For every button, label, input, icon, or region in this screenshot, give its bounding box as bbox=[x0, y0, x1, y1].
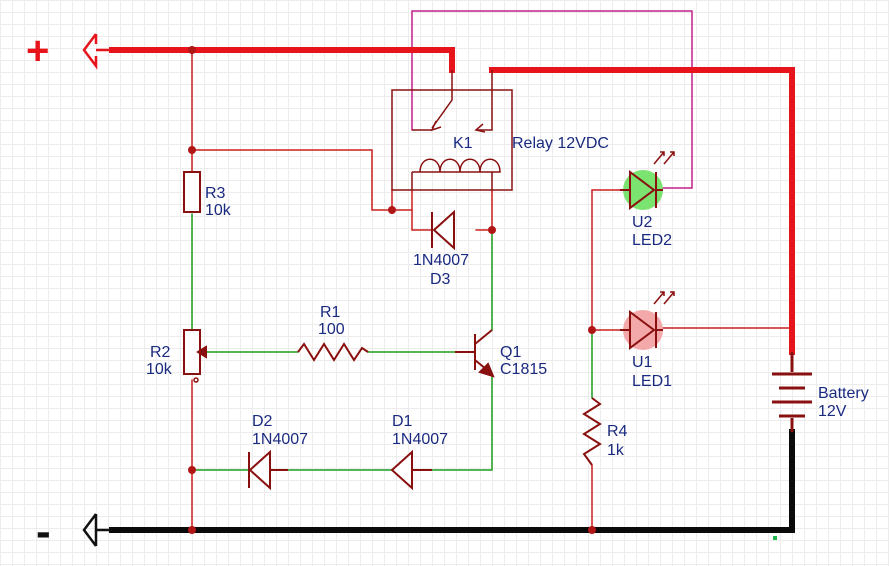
r3-ref: R3 bbox=[205, 185, 226, 202]
transistor-q1 bbox=[455, 329, 495, 378]
junction-dot bbox=[188, 466, 196, 474]
relay-switch-arrow bbox=[430, 120, 442, 132]
battery bbox=[772, 352, 812, 432]
relay-value: Relay 12VDC bbox=[512, 135, 609, 152]
led-u1 bbox=[620, 291, 675, 350]
resistor-r4 bbox=[582, 397, 602, 466]
wire bbox=[371, 149, 413, 211]
wire bbox=[431, 373, 493, 471]
plus-terminal: + bbox=[26, 29, 112, 73]
q1-ref: Q1 bbox=[500, 344, 521, 361]
junction-dot bbox=[588, 526, 596, 534]
r1-value: 100 bbox=[318, 321, 345, 338]
diode-triangle bbox=[248, 449, 271, 491]
resistor-r3 bbox=[183, 171, 201, 213]
transistor-collector bbox=[474, 329, 493, 345]
led-u2 bbox=[620, 151, 675, 210]
r4-value: 1k bbox=[607, 442, 625, 459]
r1-ref: R1 bbox=[320, 304, 341, 321]
u1-value: LED1 bbox=[632, 373, 672, 390]
relay-body bbox=[391, 89, 513, 191]
battery-ref: Battery bbox=[818, 385, 869, 402]
light-emission-icon bbox=[653, 291, 675, 305]
junctions bbox=[188, 46, 596, 534]
led-glow bbox=[623, 310, 663, 350]
junction-dot bbox=[188, 146, 196, 154]
junction-dot bbox=[188, 46, 196, 54]
r4-ref: R4 bbox=[607, 423, 628, 440]
terminal-arrow-icon bbox=[82, 33, 112, 70]
d1-ref: D1 bbox=[392, 413, 413, 430]
u1-ref: U1 bbox=[632, 354, 653, 371]
diode-d3 bbox=[431, 209, 455, 251]
d2-value: 1N4007 bbox=[252, 431, 308, 448]
light-emission-icon bbox=[653, 151, 675, 165]
terminal-arrow-icon bbox=[82, 513, 112, 547]
r2-value: 10k bbox=[146, 361, 173, 378]
resistor-r1 bbox=[297, 342, 369, 362]
d2-ref: D2 bbox=[252, 413, 273, 430]
relay-ref: K1 bbox=[453, 135, 473, 152]
wiper-arrow-icon bbox=[196, 345, 207, 359]
junction-dot bbox=[488, 226, 496, 234]
minus-sign: - bbox=[36, 507, 51, 556]
d1-value: 1N4007 bbox=[392, 431, 448, 448]
u2-value: LED2 bbox=[632, 232, 672, 249]
diode-triangle bbox=[432, 209, 455, 251]
negative-rail bbox=[109, 429, 795, 533]
minus-terminal: - bbox=[36, 507, 112, 556]
positive-rail-battery bbox=[489, 67, 795, 355]
wires bbox=[109, 10, 795, 533]
r2-ref: R2 bbox=[150, 344, 171, 361]
positive-rail bbox=[109, 47, 455, 73]
u2-ref: U2 bbox=[632, 214, 653, 231]
relay-coil-icon bbox=[411, 158, 501, 190]
junction-dot bbox=[588, 326, 596, 334]
marker bbox=[773, 536, 777, 540]
led-glow bbox=[623, 170, 663, 210]
d3-value: 1N4007 bbox=[413, 252, 469, 269]
potentiometer-pin bbox=[193, 377, 199, 383]
diode-d2 bbox=[248, 449, 288, 491]
q1-value: C1815 bbox=[500, 361, 547, 378]
battery-value: 12V bbox=[818, 403, 847, 420]
d3-ref: D3 bbox=[430, 271, 451, 288]
diode-d1 bbox=[390, 449, 432, 491]
relay-k1 bbox=[391, 70, 513, 191]
relay-switch-contact bbox=[412, 70, 493, 131]
diode-triangle bbox=[390, 449, 413, 491]
wire-relay-to-led2 bbox=[411, 10, 693, 189]
junction-dot bbox=[188, 526, 196, 534]
junction-dot bbox=[388, 206, 396, 214]
emitter-arrow-icon bbox=[478, 362, 495, 378]
relay-switch-arrow bbox=[474, 123, 486, 133]
potentiometer-r2 bbox=[183, 329, 207, 383]
r3-value: 10k bbox=[205, 202, 232, 219]
plus-sign: + bbox=[26, 29, 49, 73]
wire bbox=[411, 189, 433, 231]
